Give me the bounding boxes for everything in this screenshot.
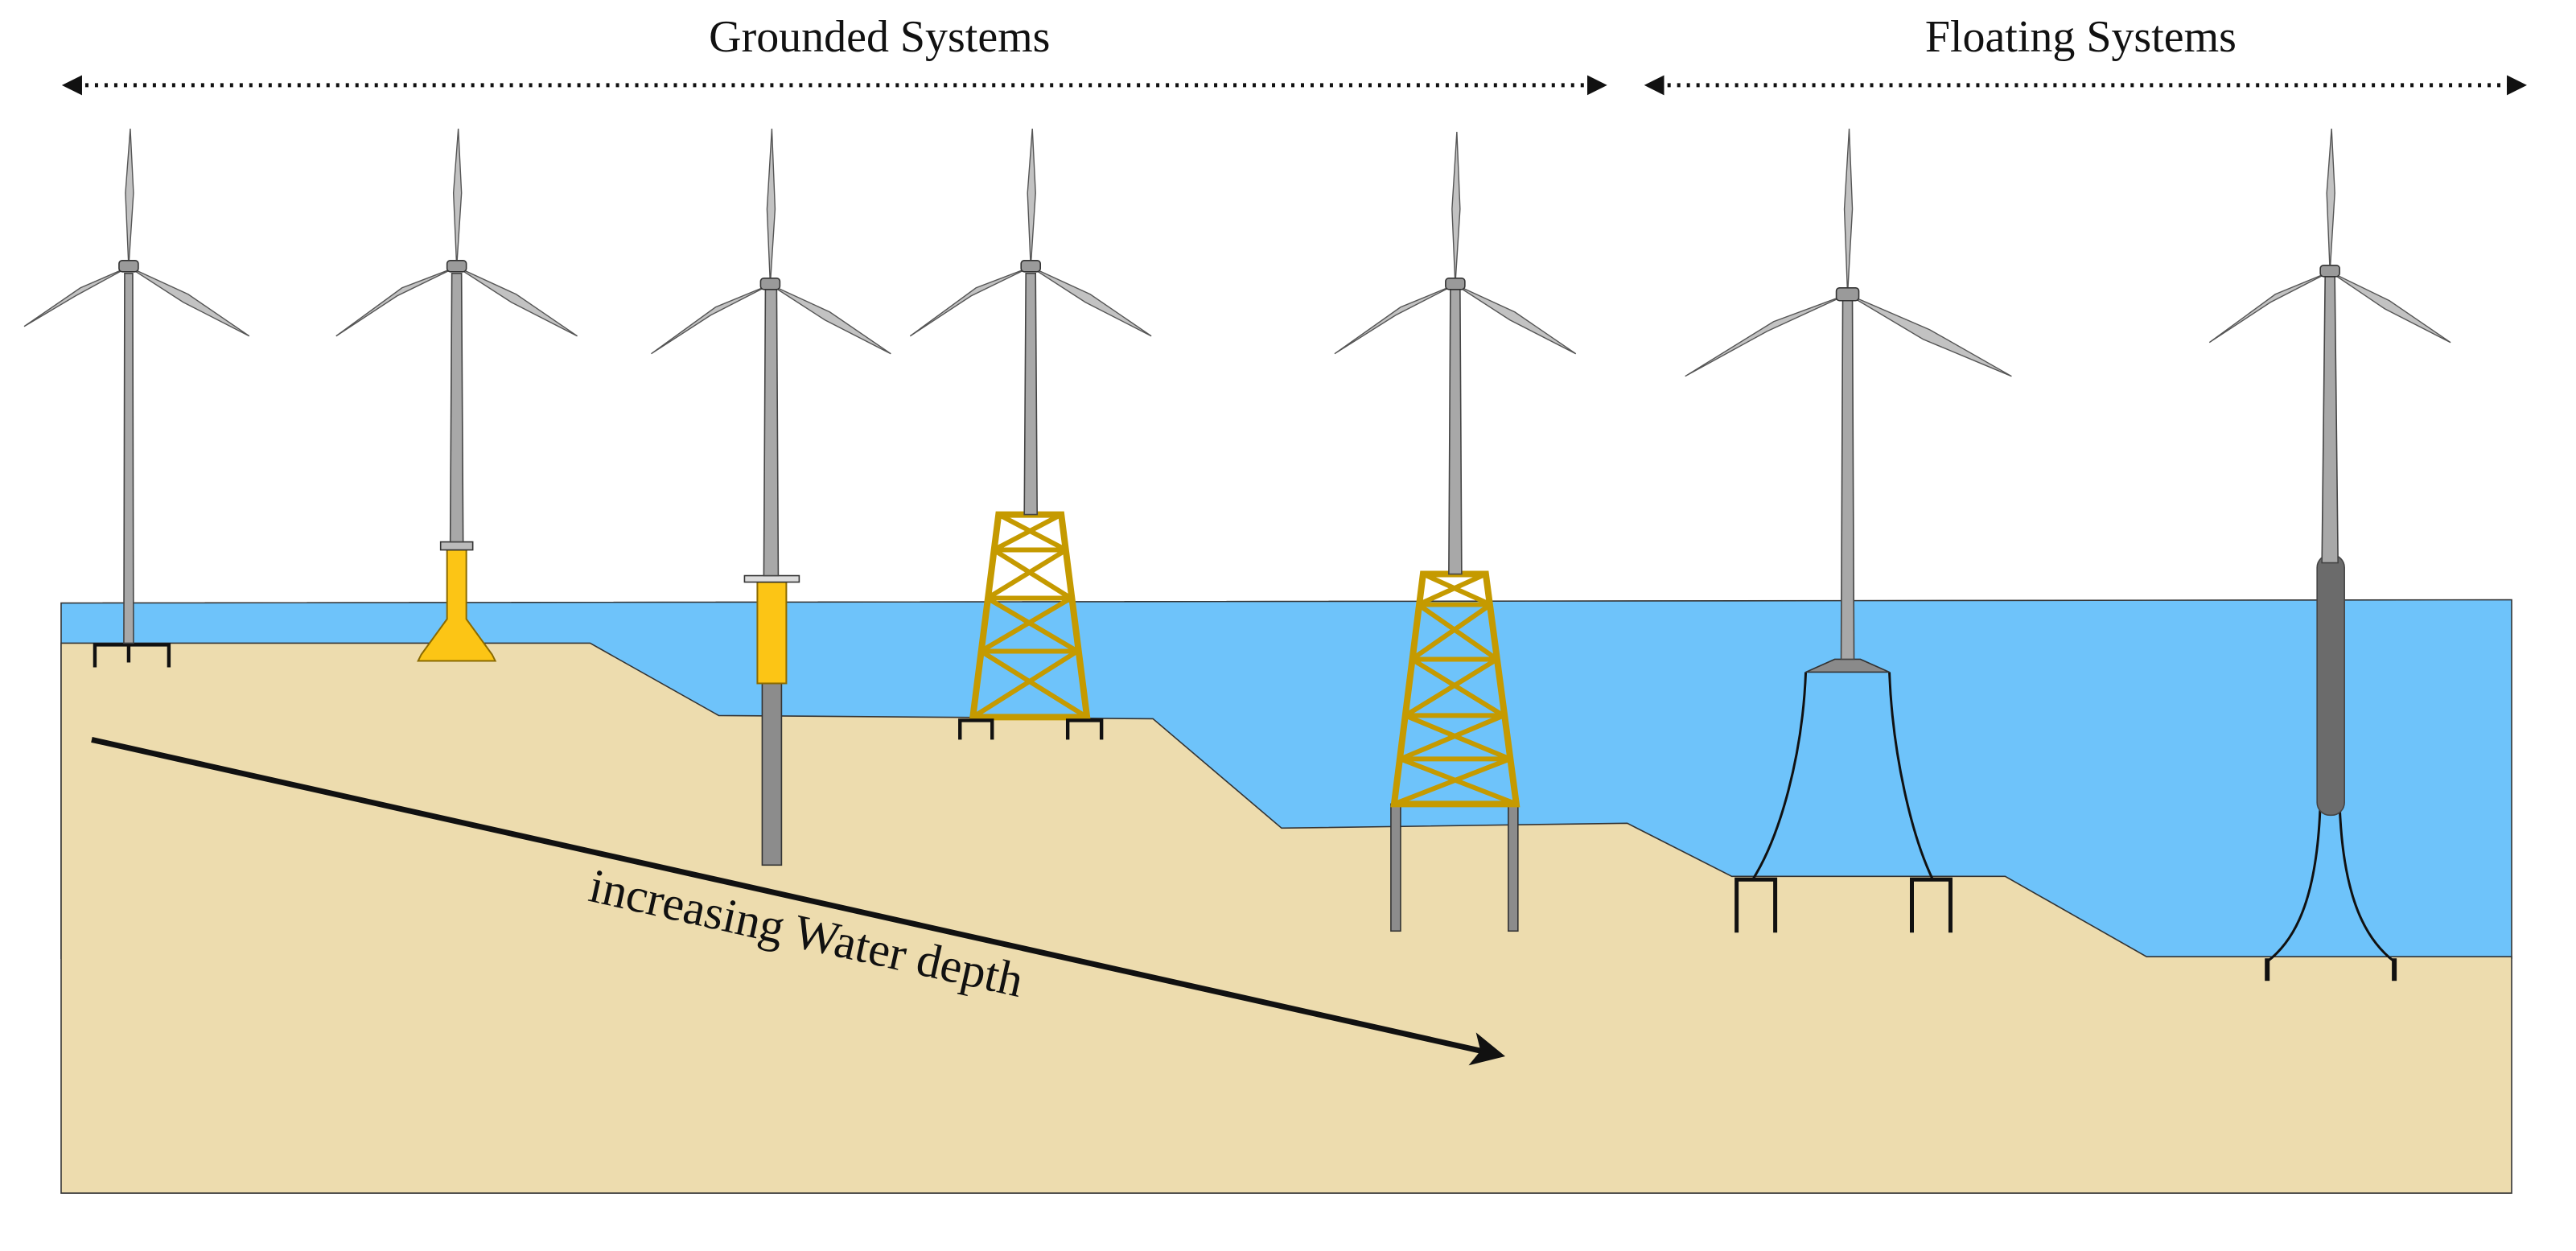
tlp-anchors xyxy=(1734,877,1953,933)
tower-6 xyxy=(1840,299,1855,660)
tower-4 xyxy=(1023,272,1039,516)
tower-7 xyxy=(2321,275,2339,564)
grounded-systems-label: Grounded Systems xyxy=(709,12,1050,62)
turbine-jacket-deep xyxy=(1334,131,1577,932)
spar-buoy-hull xyxy=(2316,553,2345,817)
turbine-jacket-shallow xyxy=(909,128,1152,740)
floating-systems-label: Floating Systems xyxy=(1925,12,2237,62)
rotor-1 xyxy=(23,128,250,337)
turbine-tension-leg-platform xyxy=(1685,128,2012,933)
spar-anchors xyxy=(2265,958,2397,981)
turbine-gravity-base xyxy=(23,128,250,668)
turbine-monopile xyxy=(651,128,891,866)
bucket-foundation xyxy=(417,549,497,662)
tower-2 xyxy=(449,272,464,543)
rotor-7 xyxy=(2208,128,2451,344)
rotor-6 xyxy=(1685,128,2012,377)
seabed-area xyxy=(60,642,2512,1194)
tlp-tendons xyxy=(1751,672,1934,881)
rotor-4 xyxy=(909,128,1152,337)
rotor-5 xyxy=(1334,131,1577,355)
tower-1 xyxy=(123,272,134,644)
spar-mooring-lines xyxy=(2266,804,2396,963)
monopile-transition-piece xyxy=(756,581,788,685)
gravity-base-foundation xyxy=(93,643,171,668)
depth-arrow-icon xyxy=(91,736,1506,1066)
jacket-foundation-2 xyxy=(1390,570,1520,808)
jacket-piles-1 xyxy=(958,718,1104,740)
jacket-foundation-1 xyxy=(969,511,1091,721)
tower-3 xyxy=(763,288,780,577)
tower-5 xyxy=(1448,288,1463,575)
rotor-2 xyxy=(335,128,578,337)
monopile-pile xyxy=(761,682,783,866)
turbine-spar-buoy xyxy=(2208,128,2451,981)
turbine-bucket-foundation xyxy=(335,128,578,662)
rotor-3 xyxy=(651,128,891,355)
